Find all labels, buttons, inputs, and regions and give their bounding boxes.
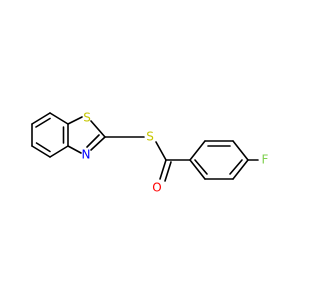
carbonyl-bond xyxy=(164,161,172,182)
bond xyxy=(232,140,249,161)
structure-diagram: S N S O F xyxy=(31,111,269,195)
double-bond-inner xyxy=(35,117,51,128)
double-bond-inner xyxy=(35,142,51,153)
bond xyxy=(189,159,206,180)
bond xyxy=(31,145,51,158)
molecule-canvas: S N S O F xyxy=(31,111,269,195)
double-bond-inner xyxy=(229,159,243,175)
bond xyxy=(49,112,69,125)
double-bond-inner xyxy=(194,159,208,175)
thioester-linker xyxy=(104,136,191,182)
carbonyl-bond xyxy=(159,159,167,180)
ring-nitrogen-label: N xyxy=(82,148,91,162)
bond xyxy=(232,159,249,180)
bond xyxy=(31,112,51,125)
carbonyl-oxygen-label: O xyxy=(152,181,161,195)
bond xyxy=(90,120,106,138)
thio-sulfur-label: S xyxy=(146,130,154,144)
ring-sulfur-label: S xyxy=(83,111,91,125)
bond xyxy=(49,145,69,158)
benzo-ring xyxy=(31,112,69,158)
fluorine-label: F xyxy=(262,153,269,167)
bond xyxy=(67,116,83,125)
bond xyxy=(90,136,106,151)
thiazole-ring xyxy=(67,116,106,154)
fluorophenyl-ring xyxy=(189,140,259,180)
bond xyxy=(86,134,100,148)
bond xyxy=(67,145,82,154)
bond xyxy=(155,141,167,161)
bond xyxy=(189,140,206,161)
